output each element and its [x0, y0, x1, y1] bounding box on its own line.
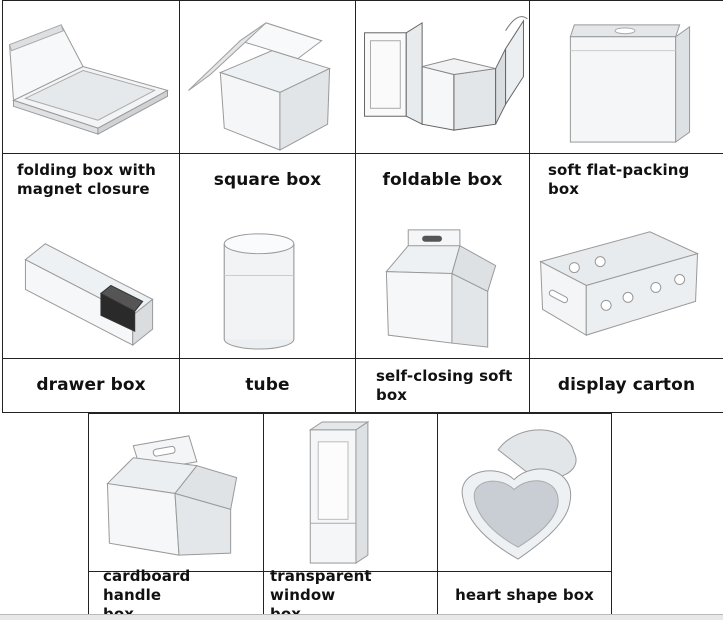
box-type-label: cardboard handle box: [103, 567, 191, 623]
box-type-label: soft flat-packing box: [548, 161, 690, 198]
box-type-card-tube: tube: [180, 206, 356, 413]
soft-flat-packing-box-icon: [530, 1, 723, 154]
box-types-row-1: folding box with magnet closure square b…: [2, 0, 723, 207]
box-type-label: foldable box: [382, 169, 503, 190]
display-carton-icon: [530, 206, 723, 359]
box-types-row-3: cardboard handle box transparent window …: [88, 413, 612, 623]
box-type-card-cardboard-handle: cardboard handle box: [89, 414, 264, 623]
box-type-card-display-carton: display carton: [530, 206, 723, 413]
box-type-card-soft-flat-packing: soft flat-packing box: [530, 1, 723, 207]
box-type-label: self-closing soft box: [376, 366, 513, 404]
box-type-label: heart shape box: [455, 586, 594, 604]
folding-box-magnet-icon: [3, 1, 179, 154]
box-type-card-drawer-box: drawer box: [3, 206, 180, 413]
box-type-label: display carton: [557, 375, 696, 395]
box-type-label: tube: [245, 375, 290, 395]
box-type-card-foldable-box: foldable box: [356, 1, 530, 207]
square-box-icon: [180, 1, 355, 154]
box-type-label: folding box with magnet closure: [17, 161, 156, 198]
box-type-label: transparent window box: [270, 567, 372, 623]
self-closing-soft-box-icon: [356, 206, 529, 359]
box-type-label: drawer box: [36, 375, 146, 395]
transparent-window-box-icon: [264, 414, 437, 572]
tube-icon: [180, 206, 355, 359]
box-type-card-heart-shape: heart shape box: [438, 414, 612, 620]
box-type-card-square-box: square box: [180, 1, 356, 207]
foldable-box-icon: [356, 1, 529, 154]
heart-shape-box-icon: [438, 414, 611, 572]
box-type-label: square box: [213, 169, 322, 190]
box-type-card-folding-box-magnet: folding box with magnet closure: [3, 1, 180, 207]
bottom-strip: [0, 614, 723, 620]
cardboard-handle-box-icon: [89, 414, 263, 572]
drawer-box-icon: [3, 206, 179, 359]
box-types-row-2: drawer box tube: [2, 206, 723, 413]
box-type-card-self-closing-soft: self-closing soft box: [356, 206, 530, 413]
box-type-card-transparent-window: transparent window box: [264, 414, 438, 623]
